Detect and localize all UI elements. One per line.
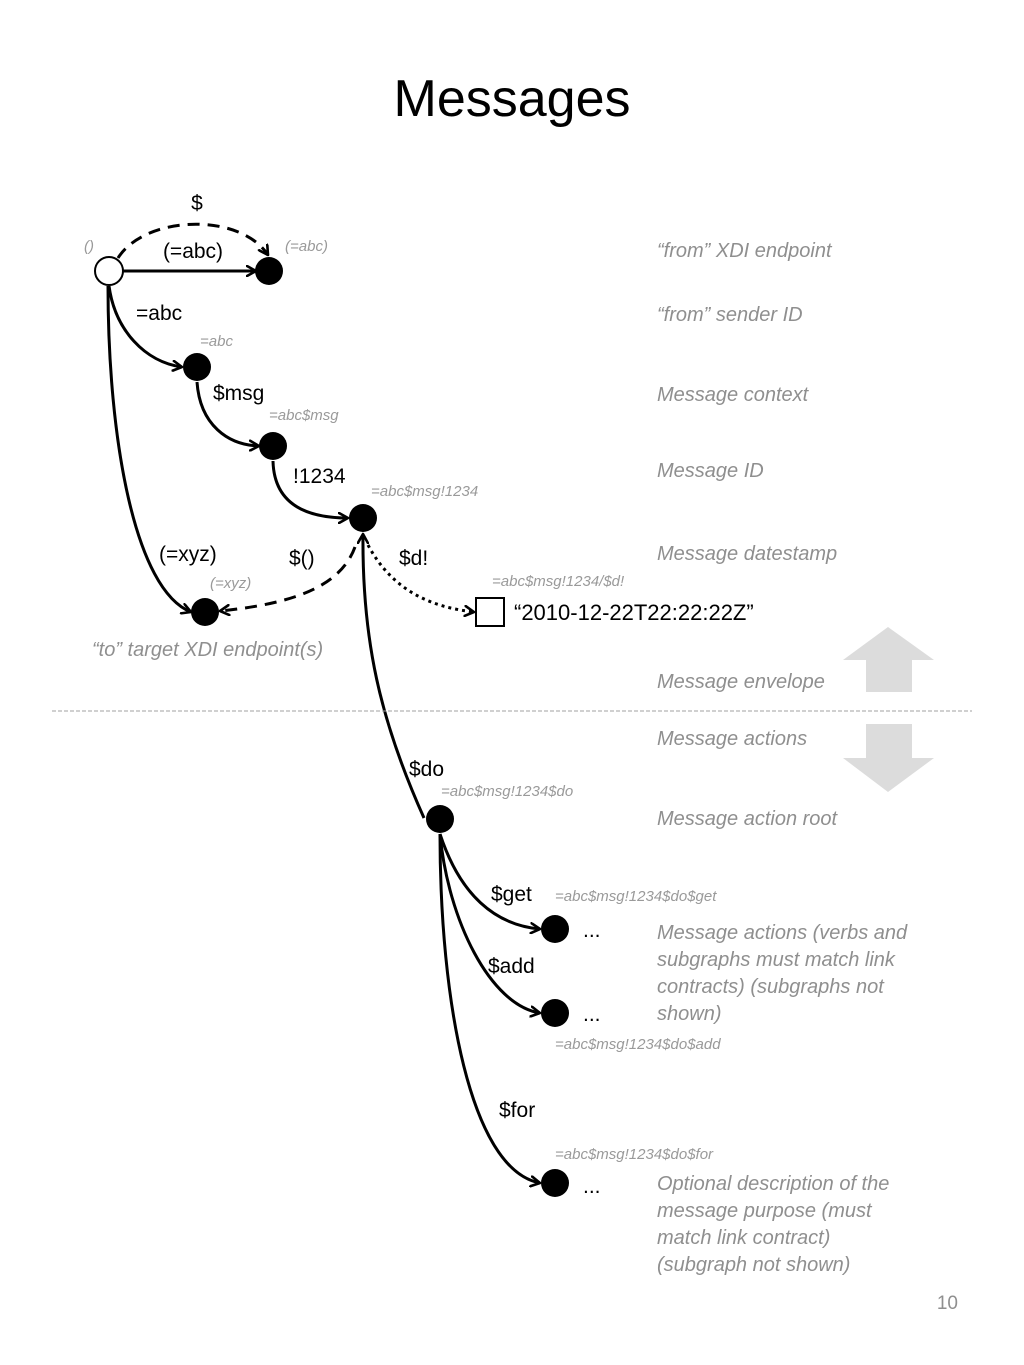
node-abc-paren: [255, 257, 283, 285]
literal-node: [475, 597, 505, 627]
arc-label-for: $for: [499, 1099, 535, 1122]
desc-to-target: “to” target XDI endpoint(s): [92, 639, 323, 661]
node-abc-msg-1234: [349, 504, 377, 532]
address-add: =abc$msg!1234$do$add: [555, 1036, 721, 1053]
ellipsis-for: ...: [583, 1175, 601, 1198]
address-for: =abc$msg!1234$do$for: [555, 1146, 714, 1163]
edge-abc: [107, 285, 182, 367]
edge-get: [438, 833, 540, 929]
arc-label-dollar-paren: $(): [289, 547, 315, 570]
edge-add: [438, 833, 540, 1013]
address-abc-msg-1234: =abc$msg!1234: [371, 483, 478, 500]
node-xyz-paren: [191, 598, 219, 626]
arc-label-do: $do: [409, 758, 444, 781]
desc-envelope: Message envelope: [657, 671, 825, 693]
address-abc: =abc: [200, 333, 233, 350]
address-abc-msg: =abc$msg: [269, 407, 339, 424]
address-datestamp: =abc$msg!1234/$d!: [492, 573, 625, 590]
arc-label-dollar: $: [191, 192, 203, 215]
desc-purpose-line: (subgraph not shown): [657, 1254, 850, 1276]
down-block-arrow-icon: [843, 724, 934, 792]
desc-purpose-line: Optional description of the: [657, 1173, 889, 1195]
node-do: [426, 805, 454, 833]
up-block-arrow-icon: [843, 627, 934, 692]
node-abc-msg: [259, 432, 287, 460]
address-abc-paren: (=abc): [285, 238, 328, 255]
arc-label-abc: =abc: [136, 302, 182, 325]
address-root: (): [84, 238, 94, 255]
edge-do: [363, 534, 426, 819]
node-add: [541, 999, 569, 1027]
address-xyz-paren: (=xyz): [210, 575, 251, 592]
edge-dollar: [116, 222, 268, 259]
arc-label-d: $d!: [399, 547, 428, 570]
arc-label-xyz-paren: (=xyz): [159, 543, 217, 566]
root-node: [94, 256, 124, 286]
edge-datestamp: [366, 544, 474, 612]
arc-label-get: $get: [491, 883, 532, 906]
node-get: [541, 915, 569, 943]
edge-for: [438, 833, 540, 1183]
desc-actions-header: Message actions: [657, 728, 807, 750]
node-for: [541, 1169, 569, 1197]
desc-datestamp: Message datestamp: [657, 543, 837, 565]
node-abc: [183, 353, 211, 381]
desc-from-endpoint: “from” XDI endpoint: [657, 240, 833, 262]
desc-purpose-line: message purpose (must: [657, 1200, 873, 1222]
desc-actions-line: contracts) (subgraphs not: [657, 976, 885, 998]
desc-from-sender: “from” sender ID: [657, 304, 803, 326]
arc-label-add: $add: [488, 955, 535, 978]
ellipsis-get: ...: [583, 919, 601, 942]
desc-action-root: Message action root: [657, 808, 839, 830]
page-title: Messages: [394, 70, 631, 128]
address-get: =abc$msg!1234$do$get: [555, 888, 717, 905]
edge-id1234: [271, 460, 348, 518]
literal-value: “2010-12-22T22:22:22Z”: [514, 600, 754, 625]
edge-xyz-paren: [106, 285, 191, 612]
desc-actions-line: subgraphs must match link: [657, 949, 896, 971]
arc-label-msg: $msg: [213, 382, 264, 405]
edge-dollar-paren: [220, 546, 357, 611]
desc-actions-line: Message actions (verbs and: [657, 922, 908, 944]
ellipsis-add: ...: [583, 1003, 601, 1026]
edge-msg: [195, 381, 259, 446]
desc-context: Message context: [657, 384, 810, 406]
arc-label-id1234: !1234: [293, 465, 346, 488]
page-number: 10: [937, 1293, 958, 1314]
desc-message-id: Message ID: [657, 460, 764, 482]
arc-label-abc-paren: (=abc): [163, 240, 223, 263]
address-do: =abc$msg!1234$do: [441, 783, 573, 800]
desc-actions-line: shown): [657, 1003, 721, 1025]
desc-purpose-line: match link contract): [657, 1227, 830, 1249]
